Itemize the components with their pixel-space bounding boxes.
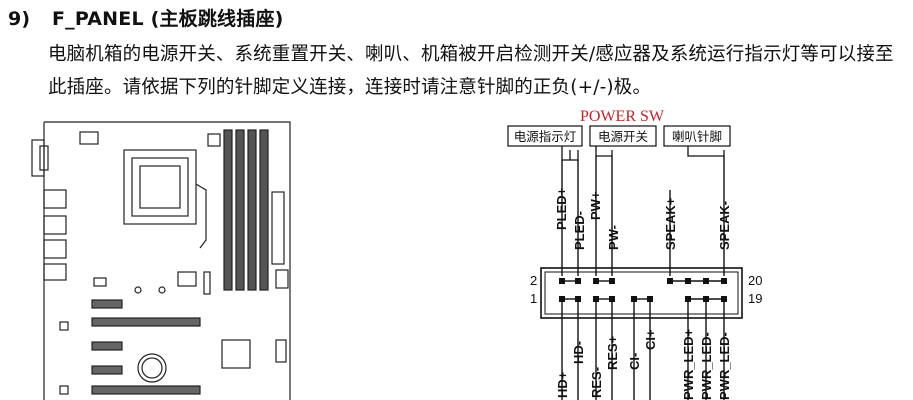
pin-label-hd-minus: HD- bbox=[571, 341, 586, 364]
pin-label-pw-minus: PW- bbox=[606, 225, 621, 250]
pin-label-res-plus: RES+ bbox=[605, 335, 620, 370]
group-label-speaker: 喇叭针脚 bbox=[672, 129, 722, 144]
pin-label-hd-plus: HD+ bbox=[555, 371, 570, 398]
fpanel-header-inner bbox=[544, 271, 739, 315]
pin-label-pw-plus: PW+ bbox=[588, 191, 603, 220]
row-number-19: 19 bbox=[748, 291, 762, 306]
description-paragraph: 电脑机箱的电源开关、系统重置开关、喇叭、机箱被开启检测开关/感应器及系统运行指示… bbox=[48, 44, 894, 98]
group-box-speaker bbox=[663, 125, 731, 147]
pin-label-pwr-led-plus: PWR_LED+ bbox=[681, 328, 696, 400]
pin-label-ci-plus: CI+ bbox=[643, 329, 658, 350]
row-number-1: 1 bbox=[530, 291, 537, 306]
row-number-20: 20 bbox=[748, 273, 762, 288]
row-number-2: 2 bbox=[530, 273, 537, 288]
group-box-power-switch bbox=[589, 125, 657, 147]
group-label-power-led: 电源指示灯 bbox=[514, 129, 577, 144]
group-label-power-switch: 电源开关 bbox=[598, 129, 648, 144]
pin-label-pled-plus: PLED+ bbox=[554, 187, 569, 230]
pin-label-pwr-led-minus-2: PWR_LED- bbox=[717, 332, 732, 400]
motherboard-illustration bbox=[31, 121, 291, 400]
fpanel-header-outer bbox=[540, 267, 743, 319]
pin-label-ci-minus: CI- bbox=[627, 353, 642, 370]
pin-label-pled-minus: PLED- bbox=[572, 211, 587, 250]
pin-label-speak-plus: SPEAK+ bbox=[663, 197, 678, 250]
pin-label-speak-minus: SPEAK- bbox=[717, 201, 732, 250]
power-sw-label: POWER SW bbox=[580, 108, 665, 125]
pin-label-res-minus: RES- bbox=[589, 367, 604, 398]
section-number: 9) bbox=[8, 8, 31, 30]
section-title: F_PANEL (主板跳线插座) bbox=[52, 8, 284, 30]
group-box-power-led bbox=[507, 125, 583, 147]
fpanel-diagram: POWER SW 电源指示灯 电源开关 喇叭针脚 bbox=[507, 108, 762, 400]
section-heading: 9) F_PANEL (主板跳线插座) bbox=[8, 4, 284, 31]
pin-label-pwr-led-minus-1: PWR_LED- bbox=[699, 332, 714, 400]
